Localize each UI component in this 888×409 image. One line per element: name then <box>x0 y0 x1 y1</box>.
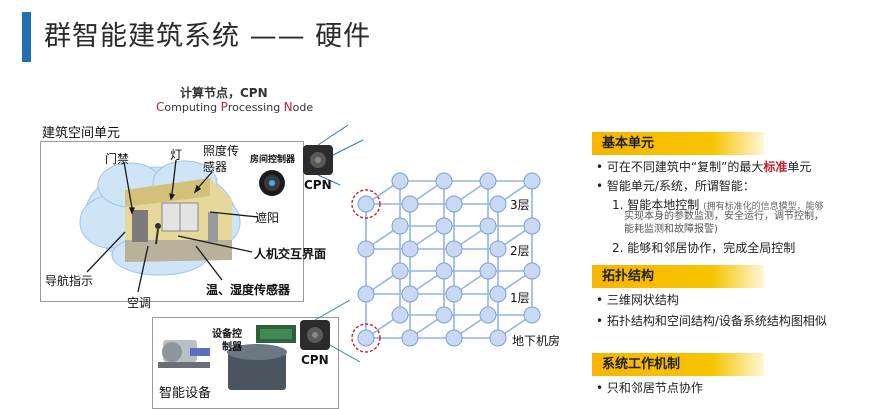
grid-node <box>489 195 507 213</box>
label-equipment-controller-2: 制器 <box>222 342 242 353</box>
label-hmi: 人机交互界面 <box>254 247 327 261</box>
header-basic-unit: 基本单元 <box>592 132 764 155</box>
grid-node <box>435 217 453 235</box>
highlight-circles <box>351 189 381 353</box>
grid-node <box>489 285 507 303</box>
grid-node <box>391 172 409 190</box>
door-panel <box>132 210 148 242</box>
cpn-letter-c: C <box>156 100 165 114</box>
header-topology: 拓扑结构 <box>592 265 764 288</box>
grid-node <box>489 240 507 258</box>
highlight-circle-bottom <box>351 323 381 353</box>
basic-unit-item-1-sub-1: (拥有标准化的信息模型，能够 <box>703 202 824 212</box>
label-smart-equipment: 智能设备 <box>159 386 212 401</box>
page-title: 群智能建筑系统 —— 硬件 <box>44 21 372 52</box>
highlight-circle-top <box>351 189 381 219</box>
grid-node <box>479 306 497 324</box>
person-head <box>155 223 161 229</box>
label-basement: 地下机房 <box>512 334 561 348</box>
cpn-letter-p: P <box>220 100 228 114</box>
mechanism-bullet-1: • 只和邻居节点协作 <box>596 381 703 395</box>
grid-node <box>479 172 497 190</box>
grid-node <box>523 306 541 324</box>
basic-unit-item-1: 1. 智能本地控制 (拥有标准化的信息模型，能够 <box>612 196 824 213</box>
cabinet <box>208 212 218 242</box>
grid-node <box>479 217 497 235</box>
cpn-word-2: rocessing <box>227 101 284 114</box>
label-lux-sensor-1: 照度传 <box>203 144 240 158</box>
grid-node <box>445 285 463 303</box>
grid-node <box>489 329 507 347</box>
label-navigation: 导航指示 <box>45 274 94 288</box>
topology-bullet-1: • 三维网状结构 <box>596 293 679 307</box>
basic-unit-item-1-sub-3: 能耗监测和故障报警) <box>624 224 718 235</box>
label-equipment-controller-1: 设备控 <box>212 329 242 340</box>
basic-unit-item-2: 2. 能够和邻居协作，完成全局控制 <box>612 241 796 255</box>
grid-node <box>445 240 463 258</box>
label-temp-humidity-sensor: 温、湿度传感器 <box>206 283 291 297</box>
room-controller-device <box>259 170 285 196</box>
basic-unit-bullet-1: • 可在不同建筑中“复制”的最大标准单元 <box>596 158 811 175</box>
grid-node <box>445 329 463 347</box>
topology-bullet-2: • 拓扑结构和空间结构/设备系统结构图相似 <box>596 314 827 328</box>
pump-illustration <box>158 340 210 368</box>
grid-node <box>357 240 375 258</box>
label-door-access: 门禁 <box>105 152 130 166</box>
cpn-link-lines <box>314 124 364 363</box>
label-floor-1: 1层 <box>510 291 530 305</box>
label-floor-3: 3层 <box>510 198 530 212</box>
grid-node <box>401 329 419 347</box>
cpn-subtitle: Computing Processing Node <box>156 100 313 114</box>
basic-unit-bullet-1-post: 单元 <box>787 160 812 174</box>
grid-node <box>445 195 463 213</box>
grid-node <box>435 306 453 324</box>
basic-unit-bullet-1-bold: 标准 <box>763 160 788 174</box>
grid-node <box>391 262 409 280</box>
basic-unit-item-1-sub-2: 实现本身的参数监测，安全运行，调节控制， <box>624 211 824 222</box>
label-air-conditioning: 空调 <box>127 296 152 310</box>
room-leader-lines <box>86 159 259 293</box>
grid-node <box>391 306 409 324</box>
grid-node <box>523 172 541 190</box>
grid-node <box>391 217 409 235</box>
cpn-title: 计算节点，CPN <box>180 86 268 100</box>
basic-unit-bullet-2: • 智能单元/系统，所谓智能： <box>596 179 755 193</box>
cpn-device-bottom <box>300 320 330 350</box>
diagram-canvas <box>79 124 541 390</box>
grid-node <box>479 262 497 280</box>
basic-unit-item-1-title: 1. 智能本地控制 <box>612 198 700 212</box>
title-accent-bar <box>22 12 31 62</box>
chiller-illustration <box>227 325 296 390</box>
label-shade: 遮阳 <box>255 211 280 225</box>
cpn-letter-n: N <box>283 100 293 114</box>
cpn-word-3: ode <box>292 101 314 114</box>
grid-node <box>435 262 453 280</box>
label-lux-sensor-2: 感器 <box>203 160 228 174</box>
grid-node <box>357 285 375 303</box>
basic-unit-bullet-1-pre: • 可在不同建筑中“复制”的最大 <box>596 160 764 174</box>
grid-node <box>357 195 375 213</box>
grid-node <box>401 240 419 258</box>
grid-nodes <box>357 172 541 347</box>
grid-node <box>523 262 541 280</box>
grid-node <box>523 217 541 235</box>
building-unit-label: 建筑空间单元 <box>42 126 121 141</box>
room-illustration <box>125 178 232 262</box>
label-cpn-top: CPN <box>304 178 332 192</box>
header-working-mechanism: 系统工作机制 <box>592 353 764 376</box>
grid-node <box>357 329 375 347</box>
grid-node <box>435 172 453 190</box>
label-cpn-bottom: CPN <box>301 353 329 367</box>
label-floor-2: 2层 <box>510 244 530 258</box>
cpn-device-top <box>303 145 333 175</box>
cpn-word-1: omputing <box>164 101 221 114</box>
label-room-controller: 房间控制器 <box>250 155 296 165</box>
grid-node <box>401 285 419 303</box>
grid-node <box>401 195 419 213</box>
label-light: 灯 <box>170 148 183 162</box>
